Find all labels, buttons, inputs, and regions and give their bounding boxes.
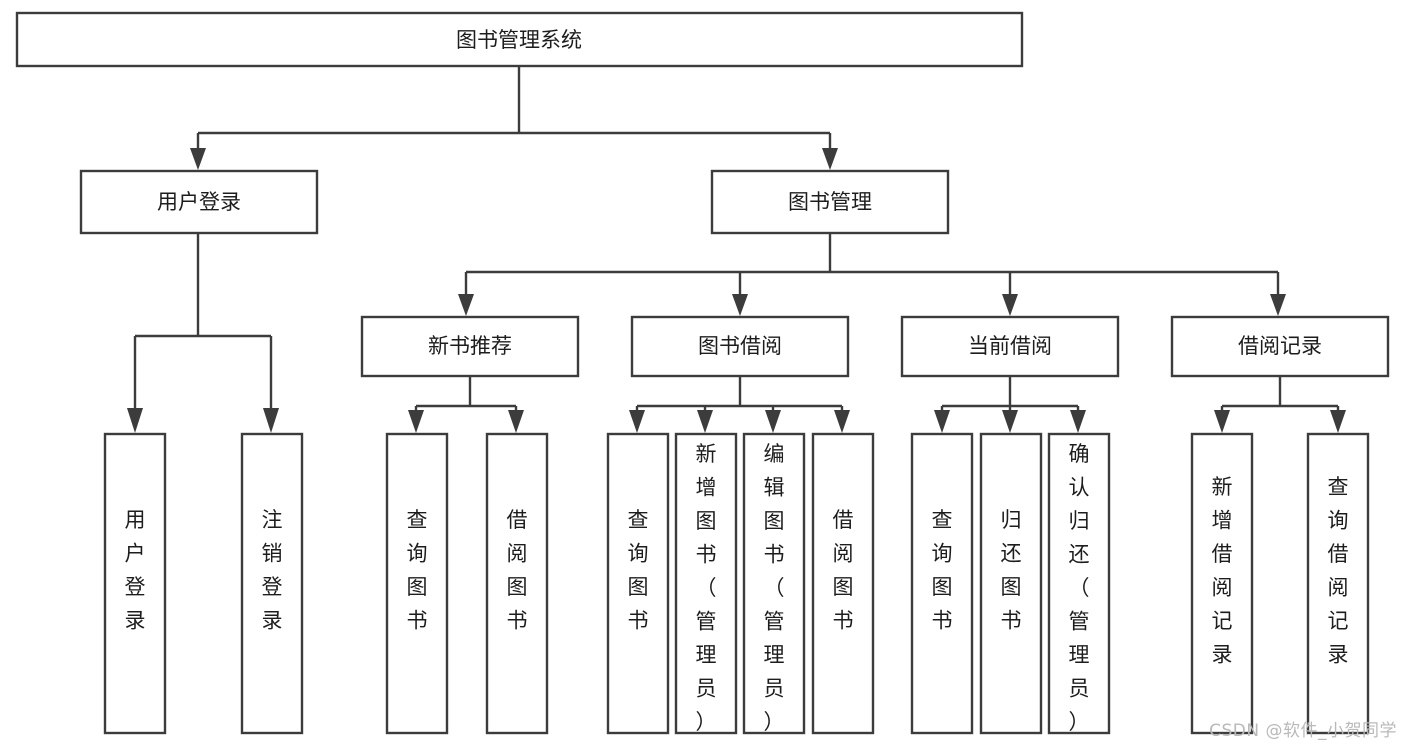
- node-leaf-query-record-box[interactable]: [1306, 432, 1370, 735]
- node-leaf-confirm-return-label: 确认归还（管理员）: [1069, 442, 1090, 734]
- arrow-current-borrow: [1002, 294, 1018, 316]
- node-leaf-query-book-3[interactable]: 查询图书: [910, 432, 974, 735]
- node-leaf-user-login-box[interactable]: [103, 432, 167, 735]
- node-user-login-label: 用户登录: [157, 190, 241, 214]
- node-leaf-add-record[interactable]: 新增借阅记录: [1190, 432, 1254, 735]
- node-leaf-edit-book[interactable]: 编辑图书（管理员）: [742, 432, 806, 735]
- node-book-borrow-box[interactable]: [630, 315, 850, 378]
- arrow-leaf-add-book: [697, 410, 713, 433]
- node-leaf-borrow-book-1[interactable]: 借阅图书: [485, 432, 549, 735]
- node-root[interactable]: 图书管理系统: [15, 11, 1024, 68]
- arrow-leaf-logout: [263, 408, 279, 433]
- node-user-login-box[interactable]: [79, 169, 319, 235]
- arrow-leaf-borrow-book-1: [508, 410, 524, 433]
- node-leaf-confirm-return-box[interactable]: [1047, 432, 1111, 735]
- node-leaf-add-record-box[interactable]: [1190, 432, 1254, 735]
- node-leaf-return-book-box[interactable]: [979, 432, 1043, 735]
- node-borrow-record[interactable]: 借阅记录: [1170, 315, 1390, 378]
- node-leaf-borrow-book-1-box[interactable]: [485, 432, 549, 735]
- node-leaf-return-book[interactable]: 归还图书: [979, 432, 1043, 735]
- node-root-label: 图书管理系统: [456, 28, 582, 52]
- node-leaf-query-book-2[interactable]: 查询图书: [606, 432, 670, 735]
- node-user-login[interactable]: 用户登录: [79, 169, 319, 235]
- node-leaf-borrow-book-1-label: 借阅图书: [507, 508, 528, 633]
- arrow-book-borrow: [732, 294, 748, 316]
- node-book-manage-label: 图书管理: [788, 190, 872, 214]
- arrow-new-book-rec: [458, 294, 474, 316]
- arrow-leaf-borrow-book-2: [834, 410, 850, 433]
- node-leaf-query-book-1-label: 查询图书: [407, 508, 428, 633]
- arrow-leaf-confirm-return: [1070, 410, 1086, 433]
- node-borrow-record-box[interactable]: [1170, 315, 1390, 378]
- node-current-borrow-label: 当前借阅: [968, 334, 1052, 358]
- arrow-leaf-query-book-2: [629, 410, 645, 433]
- node-book-borrow-label: 图书借阅: [698, 334, 782, 358]
- node-leaf-add-record-label: 新增借阅记录: [1212, 475, 1233, 667]
- csdn-watermark: CSDN @软件_小贺同学: [1209, 721, 1397, 741]
- node-book-borrow[interactable]: 图书借阅: [630, 315, 850, 378]
- node-root-box[interactable]: [15, 11, 1024, 68]
- node-leaf-edit-book-box[interactable]: [742, 432, 806, 735]
- node-current-borrow-box[interactable]: [900, 315, 1120, 378]
- node-leaf-logout-box[interactable]: [240, 432, 304, 735]
- node-leaf-user-login-label: 用户登录: [125, 508, 146, 633]
- node-leaf-return-book-label: 归还图书: [1001, 508, 1022, 633]
- node-leaf-user-login[interactable]: 用户登录: [103, 432, 167, 735]
- node-leaf-query-book-3-label: 查询图书: [932, 508, 953, 633]
- node-leaf-borrow-book-2-box[interactable]: [811, 432, 875, 735]
- arrow-leaf-add-record: [1214, 410, 1230, 433]
- arrow-leaf-edit-book: [765, 410, 781, 433]
- node-leaf-query-book-3-box[interactable]: [910, 432, 974, 735]
- node-book-manage-box[interactable]: [710, 169, 950, 235]
- node-leaf-edit-book-label: 编辑图书（管理员）: [764, 442, 785, 734]
- node-leaf-add-book-box[interactable]: [674, 432, 738, 735]
- node-leaf-add-book[interactable]: 新增图书（管理员）: [674, 432, 738, 735]
- arrow-leaf-query-book-1: [408, 410, 424, 433]
- connector-layer: [127, 66, 1346, 433]
- node-leaf-logout-label: 注销登录: [262, 508, 283, 633]
- arrow-leaf-user-login: [127, 408, 143, 433]
- node-leaf-query-book-1-box[interactable]: [385, 432, 449, 735]
- node-leaf-query-book-2-box[interactable]: [606, 432, 670, 735]
- node-current-borrow[interactable]: 当前借阅: [900, 315, 1120, 378]
- node-new-book-rec-box[interactable]: [360, 315, 580, 378]
- node-leaf-query-record-label: 查询借阅记录: [1328, 475, 1349, 667]
- arrow-book-manage: [822, 148, 838, 170]
- node-borrow-record-label: 借阅记录: [1238, 334, 1322, 358]
- arrow-leaf-return-book: [1002, 410, 1018, 433]
- node-leaf-borrow-book-2[interactable]: 借阅图书: [811, 432, 875, 735]
- node-new-book-rec[interactable]: 新书推荐: [360, 315, 580, 378]
- node-leaf-add-book-label: 新增图书（管理员）: [696, 442, 717, 734]
- node-new-book-rec-label: 新书推荐: [428, 334, 512, 358]
- arrow-leaf-query-book-3: [934, 410, 950, 433]
- node-leaf-query-book-2-label: 查询图书: [628, 508, 649, 633]
- node-leaf-confirm-return[interactable]: 确认归还（管理员）: [1047, 432, 1111, 735]
- node-leaf-query-book-1[interactable]: 查询图书: [385, 432, 449, 735]
- node-leaf-query-record[interactable]: 查询借阅记录: [1306, 432, 1370, 735]
- node-book-manage[interactable]: 图书管理: [710, 169, 950, 235]
- arrow-borrow-record: [1270, 294, 1286, 316]
- node-leaf-borrow-book-2-label: 借阅图书: [833, 508, 854, 633]
- arrow-leaf-query-record: [1330, 410, 1346, 433]
- node-leaf-logout[interactable]: 注销登录: [240, 432, 304, 735]
- arrow-user-login: [190, 148, 206, 170]
